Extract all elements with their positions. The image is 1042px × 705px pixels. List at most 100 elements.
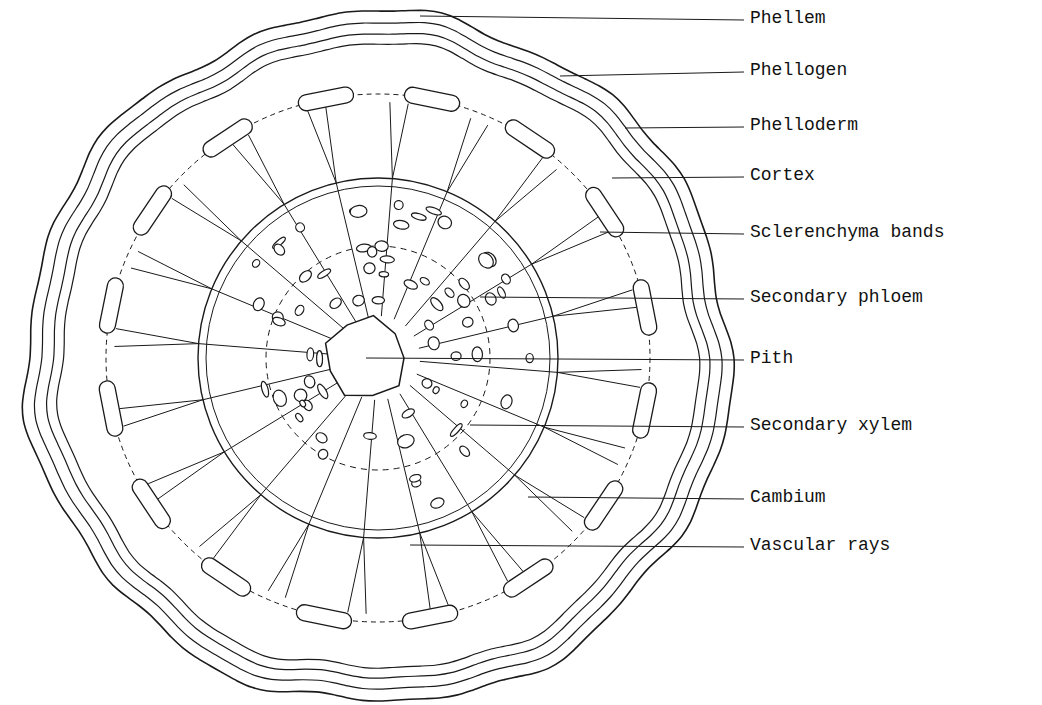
- leader-line: [528, 497, 744, 499]
- xylem-vessel: [328, 296, 343, 311]
- vascular-ray: [268, 524, 309, 591]
- sclerenchyma-band: [200, 116, 256, 160]
- xylem-vessel: [297, 268, 313, 284]
- xylem-vessel: [436, 214, 454, 231]
- xylem-vessel: [316, 267, 331, 280]
- xylem-vessel: [260, 381, 270, 398]
- vascular-ray: [495, 158, 542, 221]
- sclerenchyma-band: [130, 183, 175, 238]
- vascular-ray: [405, 221, 495, 326]
- part-label: Pith: [748, 347, 795, 369]
- vascular-ray: [364, 400, 375, 538]
- vascular-ray: [495, 169, 556, 221]
- periderm-layer: [47, 34, 710, 679]
- vascular-ray: [532, 232, 608, 264]
- xylem-vessel: [425, 205, 442, 217]
- xylem-vessel: [396, 432, 416, 450]
- vascular-ray: [447, 118, 471, 192]
- xylem-vessel: [251, 258, 261, 269]
- vascular-ray: [447, 125, 488, 192]
- xylem-vessel: [427, 336, 441, 351]
- vascular-ray: [241, 241, 346, 331]
- vascular-ray: [392, 104, 408, 179]
- xylem-vessel: [432, 386, 440, 395]
- vascular-ray: [308, 111, 336, 183]
- part-label: Cortex: [748, 164, 817, 186]
- xylem-vessel: [317, 448, 330, 461]
- vascular-ray: [138, 251, 212, 288]
- vascular-ray: [114, 344, 198, 347]
- xylem-vessel: [363, 262, 375, 274]
- xylem-vessel: [380, 255, 395, 263]
- leader-line: [480, 297, 744, 299]
- xylem-vessel: [420, 377, 433, 390]
- vascular-ray: [472, 512, 508, 581]
- vascular-ray: [172, 198, 242, 241]
- sclerenchyma-band: [198, 555, 253, 600]
- part-label: Phellogen: [748, 59, 849, 81]
- vascular-ray: [119, 400, 203, 409]
- xylem-vessel: [379, 271, 389, 277]
- vascular-ray: [420, 533, 448, 605]
- xylem-vessel: [461, 316, 474, 329]
- part-label: Secondary phloem: [748, 286, 925, 308]
- vascular-ray: [309, 397, 362, 524]
- xylem-vessel: [476, 250, 497, 271]
- xylem-vessel: [460, 399, 469, 409]
- xylem-vessel: [294, 412, 304, 423]
- xylem-vessel: [363, 432, 376, 440]
- xylem-vessel: [351, 294, 365, 308]
- sclerenchyma-band: [501, 556, 557, 600]
- vascular-ray: [390, 102, 393, 178]
- xylem-vessel: [526, 353, 533, 362]
- vascular-ray: [116, 329, 199, 344]
- xylem-vessel: [449, 422, 464, 437]
- phellem-outline: [22, 10, 734, 701]
- xylem-vessel: [317, 351, 323, 367]
- vascular-ray: [285, 524, 309, 598]
- xylem-vessel: [299, 399, 307, 408]
- xylem-vessel: [272, 316, 287, 328]
- xylem-vessel: [443, 286, 456, 299]
- leader-line: [612, 177, 744, 178]
- vascular-ray: [557, 370, 641, 373]
- vascular-ray: [199, 344, 337, 355]
- xylem-vessel: [409, 473, 422, 483]
- vascular-ray: [261, 390, 351, 495]
- xylem-vessel: [507, 318, 520, 333]
- vascular-ray: [203, 368, 337, 400]
- vascular-ray: [184, 185, 242, 241]
- vascular-ray: [248, 135, 284, 204]
- xylem-vessel: [307, 348, 314, 361]
- sclerenchyma-band: [401, 604, 459, 630]
- xylem-vessel: [251, 296, 266, 312]
- xylem-vessel: [272, 242, 287, 257]
- part-label: Vascular rays: [748, 534, 892, 556]
- xylem-vessel: [303, 374, 317, 389]
- vascular-ray: [417, 374, 544, 427]
- leader-line: [560, 72, 744, 76]
- vascular-ray: [131, 268, 212, 289]
- vascular-ray: [410, 385, 515, 475]
- xylem-vessel: [423, 319, 435, 332]
- vascular-ray: [199, 495, 260, 547]
- xylem-vessel: [455, 292, 472, 310]
- xylem-vessel: [316, 383, 330, 400]
- vascular-ray: [553, 307, 637, 316]
- vascular-ray: [420, 533, 430, 609]
- vascular-ray: [326, 107, 336, 183]
- vascular-ray: [414, 264, 532, 336]
- vascular-ray: [544, 427, 618, 464]
- xylem-vessel: [393, 219, 410, 230]
- part-label: Cambium: [748, 486, 828, 508]
- xylem-vessel: [372, 297, 384, 304]
- vascular-ray: [394, 192, 447, 319]
- sclerenchyma-band: [295, 603, 353, 630]
- sclerenchyma-band: [98, 380, 124, 438]
- sclerenchyma-band: [631, 381, 658, 439]
- xylem-vessel: [428, 296, 445, 313]
- vascular-ray: [388, 399, 420, 533]
- xylem-vessel: [499, 393, 514, 410]
- sclerenchyma-band: [581, 478, 626, 533]
